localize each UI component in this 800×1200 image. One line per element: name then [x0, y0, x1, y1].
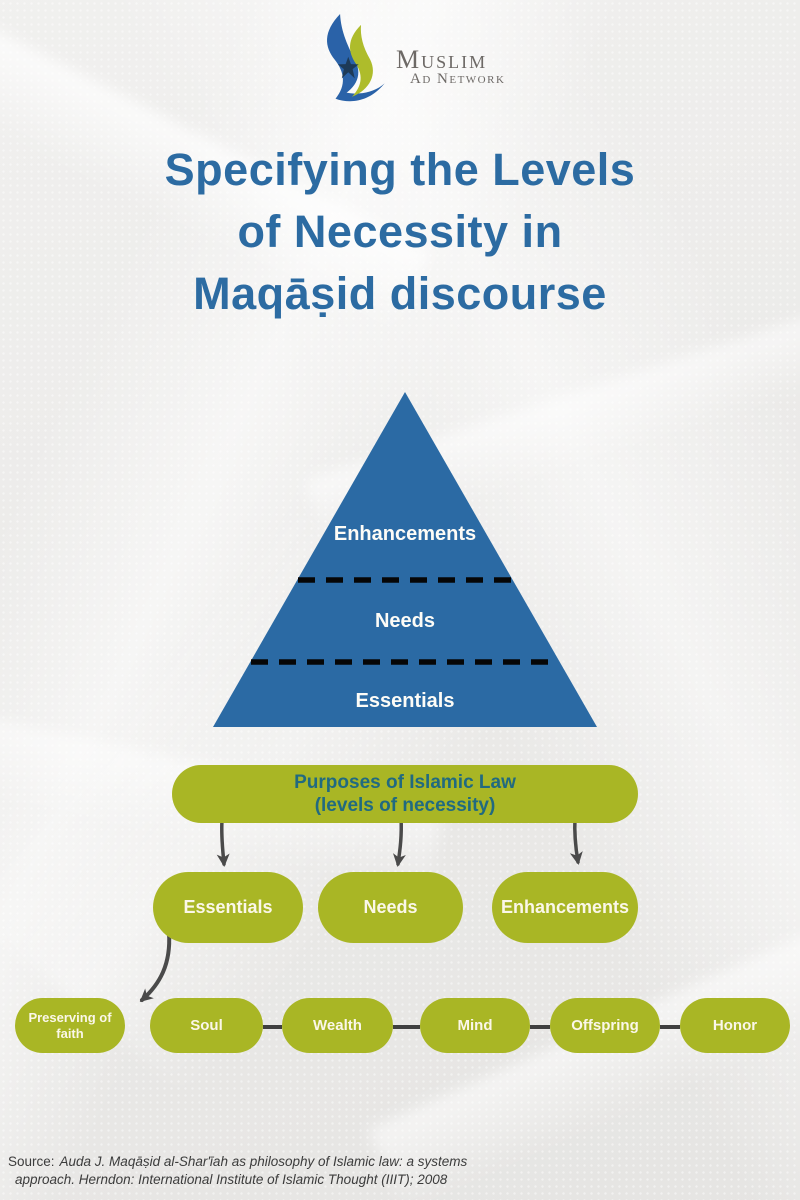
brand-name: Muslim — [396, 44, 488, 74]
source-citation-line-2: approach. Herndon: International Institu… — [15, 1171, 448, 1187]
arrow-root-to-enhancements — [569, 816, 583, 865]
source-label: Source: — [8, 1154, 55, 1169]
page-title: Specifying the Levels of Necessity in Ma… — [0, 139, 800, 325]
node-offspring: Offspring — [550, 998, 660, 1053]
pyramid-level-needs: Needs — [375, 610, 435, 632]
brand-subname: Ad Network — [410, 70, 506, 87]
source-citation: Source: Auda J. Maqāṣid al-Shar'īah as ph… — [8, 1153, 467, 1188]
node-mind: Mind — [420, 998, 530, 1053]
node-purposes-of-islamic-law: Purposes of Islamic Law (levels of neces… — [172, 765, 638, 823]
brand-logo-icon — [327, 13, 385, 102]
star-icon — [337, 56, 359, 79]
node-preserving-of-faith: Preserving of faith — [15, 998, 125, 1053]
node-soul: Soul — [150, 998, 263, 1053]
brand-logo: Muslim Ad Network — [310, 10, 505, 110]
arrow-root-to-essentials — [216, 818, 230, 867]
pyramid-level-enhancements: Enhancements — [334, 523, 476, 545]
title-line-1: Specifying the Levels — [164, 144, 636, 195]
root-node-line-1: Purposes of Islamic Law — [294, 772, 516, 793]
root-node-line-2: (levels of necessity) — [314, 795, 496, 816]
arrow-essentials-to-preserving-faith — [139, 931, 172, 1002]
node-essentials: Essentials — [153, 872, 303, 943]
necessity-pyramid: Enhancements Needs Essentials — [213, 392, 597, 727]
source-citation-line-1: Auda J. Maqāṣid al-Shar'īah as philosoph… — [59, 1154, 468, 1169]
node-wealth: Wealth — [282, 998, 393, 1053]
brand-wordmark: Muslim Ad Network — [396, 44, 506, 87]
pyramid-shape — [213, 392, 597, 727]
node-needs: Needs — [318, 872, 463, 943]
title-line-3: Maqāṣid discourse — [193, 268, 607, 319]
title-line-2: of Necessity in — [237, 206, 563, 257]
node-honor: Honor — [680, 998, 790, 1053]
arrow-root-to-needs — [392, 816, 406, 867]
node-enhancements: Enhancements — [492, 872, 638, 943]
pyramid-level-essentials: Essentials — [356, 690, 455, 712]
